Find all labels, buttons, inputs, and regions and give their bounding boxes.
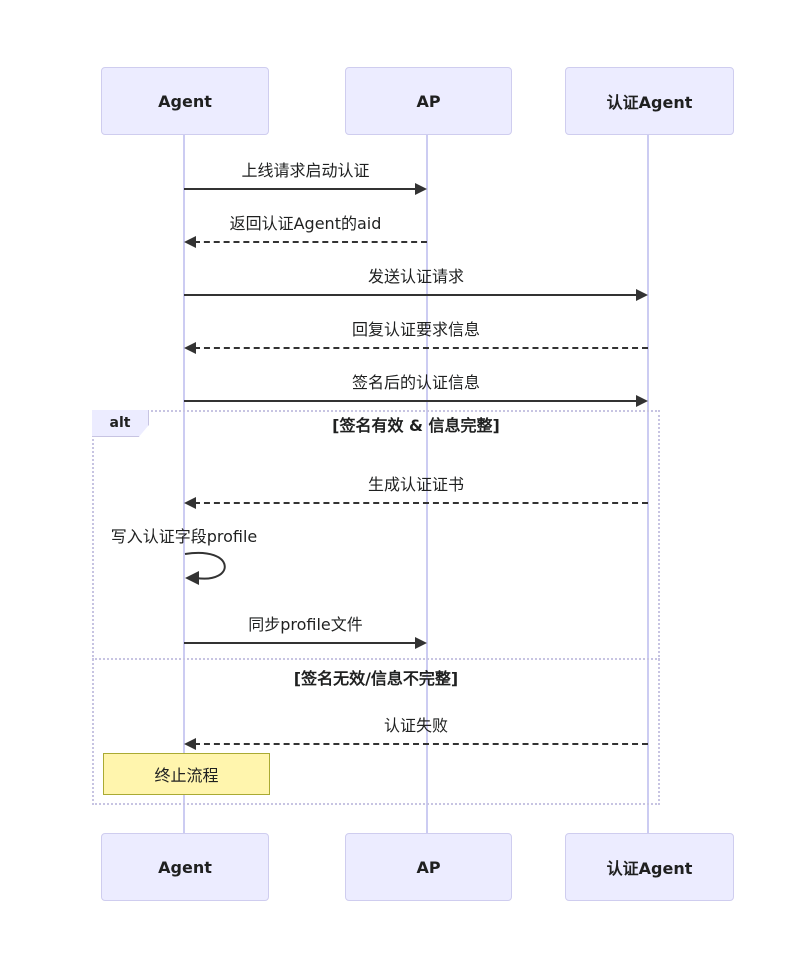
message-label-3: 发送认证请求: [367, 267, 464, 286]
arrowhead-left-icon: [184, 342, 196, 354]
alt-condition-1: [签名有效 & 信息完整]: [332, 416, 500, 435]
lifeline-ap: [426, 135, 428, 833]
actor-bottom-ap: AP: [345, 833, 512, 901]
arrowhead-left-icon: [184, 738, 196, 750]
actor-top-agent: Agent: [101, 67, 269, 135]
self-message-loop-icon: [184, 551, 226, 585]
alt-condition-2: [签名无效/信息不完整]: [293, 669, 459, 688]
message-line-8: [184, 642, 417, 644]
message-label-8: 同步profile文件: [248, 615, 363, 634]
arrowhead-right-icon: [415, 183, 427, 195]
message-label-7: 写入认证字段profile: [110, 527, 258, 546]
lifeline-auth-agent: [647, 135, 649, 833]
note-terminate: 终止流程: [103, 753, 270, 795]
actor-label: AP: [416, 91, 441, 111]
message-label-1: 上线请求启动认证: [241, 161, 370, 180]
message-label-6: 生成认证证书: [367, 475, 464, 494]
message-line-2: [194, 241, 427, 243]
message-line-9: [194, 743, 648, 745]
actor-bottom-auth-agent: 认证Agent: [565, 833, 734, 901]
actor-label: Agent: [158, 857, 212, 877]
arrowhead-left-icon: [184, 497, 196, 509]
message-line-4: [194, 347, 648, 349]
lifeline-agent: [183, 135, 185, 833]
actor-label: 认证Agent: [606, 93, 693, 112]
arrowhead-right-icon: [636, 289, 648, 301]
alt-label-text: alt: [109, 415, 131, 431]
actor-top-ap: AP: [345, 67, 512, 135]
note-text: 终止流程: [154, 766, 219, 785]
alt-else-divider: [92, 658, 660, 660]
actor-label: Agent: [158, 91, 212, 111]
message-label-5: 签名后的认证信息: [351, 373, 480, 392]
arrowhead-right-icon: [415, 637, 427, 649]
actor-label: AP: [416, 857, 441, 877]
message-line-5: [184, 400, 638, 402]
message-label-2: 返回认证Agent的aid: [229, 214, 382, 233]
actor-label: 认证Agent: [606, 859, 693, 878]
actor-top-auth-agent: 认证Agent: [565, 67, 734, 135]
alt-frame: [92, 410, 660, 805]
message-line-1: [184, 188, 417, 190]
message-line-6: [194, 502, 648, 504]
actor-bottom-agent: Agent: [101, 833, 269, 901]
alt-frame-label: alt: [92, 410, 149, 437]
arrowhead-left-icon: [184, 236, 196, 248]
message-line-3: [184, 294, 638, 296]
arrowhead-right-icon: [636, 395, 648, 407]
message-label-9: 认证失败: [383, 716, 448, 735]
message-label-4: 回复认证要求信息: [351, 320, 480, 339]
